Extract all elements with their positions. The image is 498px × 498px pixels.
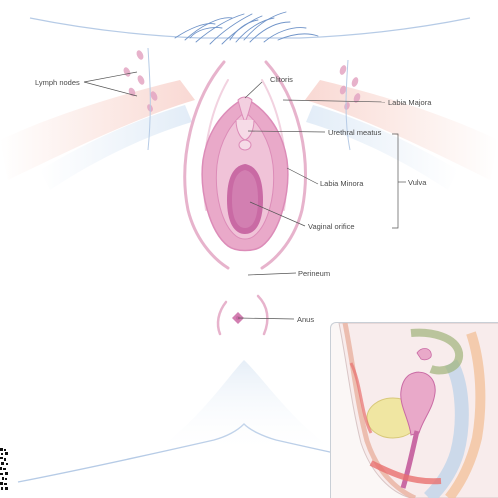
label-clitoris: Clitoris bbox=[270, 76, 293, 84]
buttock-shading bbox=[150, 360, 340, 455]
label-lymph-nodes: Lymph nodes bbox=[35, 79, 80, 87]
urethral-meatus bbox=[239, 140, 251, 150]
qr-code-icon bbox=[0, 448, 8, 490]
leader-lymph-1 bbox=[84, 72, 137, 82]
label-labia-minora: Labia Minora bbox=[320, 180, 363, 188]
abdomen-outline bbox=[30, 18, 470, 38]
leader-clitoris bbox=[245, 82, 262, 98]
sagittal-section-illustration bbox=[331, 323, 498, 498]
label-vulva: Vulva bbox=[408, 179, 426, 187]
label-vaginal-orifice: Vaginal orifice bbox=[308, 223, 355, 231]
pubic-hair bbox=[175, 12, 318, 44]
sagittal-inset bbox=[330, 322, 498, 498]
label-perineum: Perineum bbox=[298, 270, 330, 278]
vaginal-orifice-highlight bbox=[232, 170, 258, 228]
leader-labia-minora bbox=[287, 168, 318, 184]
label-anus: Anus bbox=[297, 316, 314, 324]
leader-perineum bbox=[248, 273, 296, 275]
label-urethral-meatus: Urethral meatus bbox=[328, 129, 381, 137]
leader-anus bbox=[238, 318, 294, 319]
label-labia-majora: Labia Majora bbox=[388, 99, 431, 107]
anus bbox=[218, 296, 267, 334]
